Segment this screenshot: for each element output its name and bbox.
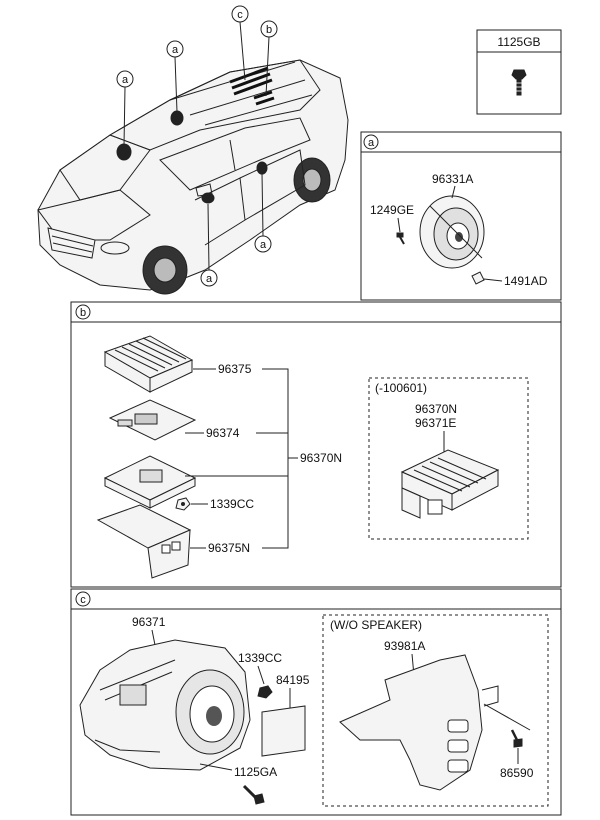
callout-a4[interactable]: a <box>200 269 218 287</box>
subwoofer-unit <box>79 639 251 771</box>
screw-part-no: 1249GE <box>370 203 414 217</box>
section-b-letter: b <box>80 307 86 319</box>
section-c-alt-box <box>322 614 549 807</box>
label-sheet <box>261 705 306 757</box>
front-hub <box>153 257 177 283</box>
amp-cover <box>103 335 194 393</box>
cover-part-no: 93981A <box>384 639 425 653</box>
roof-rail-3 <box>204 94 313 126</box>
cover-screw-part-no: 86590 <box>500 766 534 780</box>
svg-text:b: b <box>266 24 272 36</box>
door-line <box>194 177 246 246</box>
svg-text:a: a <box>260 239 267 251</box>
bolt-icon <box>511 69 527 96</box>
roof-rail-2 <box>189 79 306 116</box>
clip-part-no: 1491AD <box>504 274 548 288</box>
speaker-marker-rear-door <box>256 161 268 175</box>
section-b: b 96375 96374 <box>70 301 562 588</box>
sub-bolt-icon <box>242 784 265 805</box>
leader-c <box>239 21 246 81</box>
section-b-badge <box>75 304 91 320</box>
cover-screw-icon <box>510 729 523 748</box>
grille <box>47 227 96 259</box>
amp-frame <box>103 455 197 509</box>
grille-bar <box>51 235 94 247</box>
amp-cover-part-no: 96375 <box>218 362 252 376</box>
sub-nut-leader <box>257 665 265 685</box>
rear-hub <box>302 168 322 192</box>
speaker-part-no: 96331A <box>432 172 473 186</box>
leader-a4 <box>207 203 210 271</box>
svg-text:a: a <box>206 273 213 285</box>
speaker-leader <box>451 185 456 199</box>
section-c-letter: c <box>80 594 86 606</box>
section-a-letter: a <box>368 137 375 149</box>
section-b-alt-part-1: 96370N <box>415 402 457 416</box>
speaker-marker-dash <box>116 143 132 161</box>
side-windows <box>159 117 311 191</box>
callout-c[interactable]: c <box>231 5 249 23</box>
amp-board <box>108 399 197 441</box>
clip-icon <box>471 271 485 285</box>
leader-b <box>265 36 270 97</box>
sub-bolt-part-no: 1125GA <box>234 765 277 779</box>
rear-door-line <box>239 149 306 221</box>
screw-leader <box>397 217 401 233</box>
clip-leader <box>483 278 503 282</box>
section-a: a 96331A 1249GE 1491AD <box>360 131 562 301</box>
section-b-frame <box>70 301 562 588</box>
fastener-box-frame <box>476 29 562 115</box>
headlight <box>100 241 130 255</box>
speaker-marker-front-door <box>201 192 215 204</box>
section-c-alt-label: (W/O SPEAKER) <box>330 618 422 632</box>
speaker-marker-tweeter <box>170 110 184 126</box>
amp-location-marker <box>229 66 273 96</box>
section-c-frame <box>70 588 562 816</box>
screw-icon <box>396 232 405 245</box>
section-a-badge <box>363 134 379 150</box>
sub-nut-icon <box>257 685 273 699</box>
section-a-frame <box>360 131 562 301</box>
car-roof <box>108 59 321 151</box>
nut-icon <box>175 497 191 511</box>
fastener-box: 1125GB <box>476 29 562 115</box>
fastener-box-part-no: 1125GB <box>497 35 540 49</box>
windshield <box>59 134 151 201</box>
callout-a3[interactable]: a <box>254 235 272 253</box>
amp-unit-alt <box>400 449 500 519</box>
assembly-bracket-line <box>262 368 289 549</box>
subwoofer-cover <box>339 654 499 791</box>
section-c: c 96371 1339CC 84195 1125GA <box>70 588 562 816</box>
svg-text:c: c <box>237 9 243 21</box>
nut-part-no: 1339CC <box>210 497 254 511</box>
callout-a1[interactable]: a <box>116 70 134 88</box>
assembly-part-no: 96370N <box>300 451 342 465</box>
section-c-badge <box>75 591 91 607</box>
sub-location-marker <box>253 90 275 106</box>
svg-text:a: a <box>122 74 129 86</box>
leader-a3 <box>261 172 264 237</box>
amp-bracket <box>96 504 192 579</box>
section-b-alt-part-2: 96371E <box>415 416 456 430</box>
bracket-part-no: 96375N <box>208 541 250 555</box>
leader-a2 <box>174 56 178 113</box>
sub-nut-part-no: 1339CC <box>238 651 282 665</box>
svg-text:a: a <box>172 44 179 56</box>
door-speaker <box>419 195 485 269</box>
car-illustration: a a c b a a <box>37 5 349 295</box>
amp-board-part-no: 96374 <box>206 426 240 440</box>
leader-a1 <box>123 86 126 147</box>
label-sheet-part-no: 84195 <box>276 673 310 687</box>
callout-a2[interactable]: a <box>166 40 184 58</box>
cover-screw-guide <box>483 703 531 731</box>
sub-bolt-leader <box>199 763 233 771</box>
grille-bar-2 <box>52 242 93 253</box>
b-pillar <box>229 139 236 171</box>
section-b-alt-box <box>368 377 529 540</box>
section-b-alt-label: (-100601) <box>375 381 427 395</box>
subwoofer-part-no: 96371 <box>132 615 166 629</box>
callout-b[interactable]: b <box>260 20 278 38</box>
